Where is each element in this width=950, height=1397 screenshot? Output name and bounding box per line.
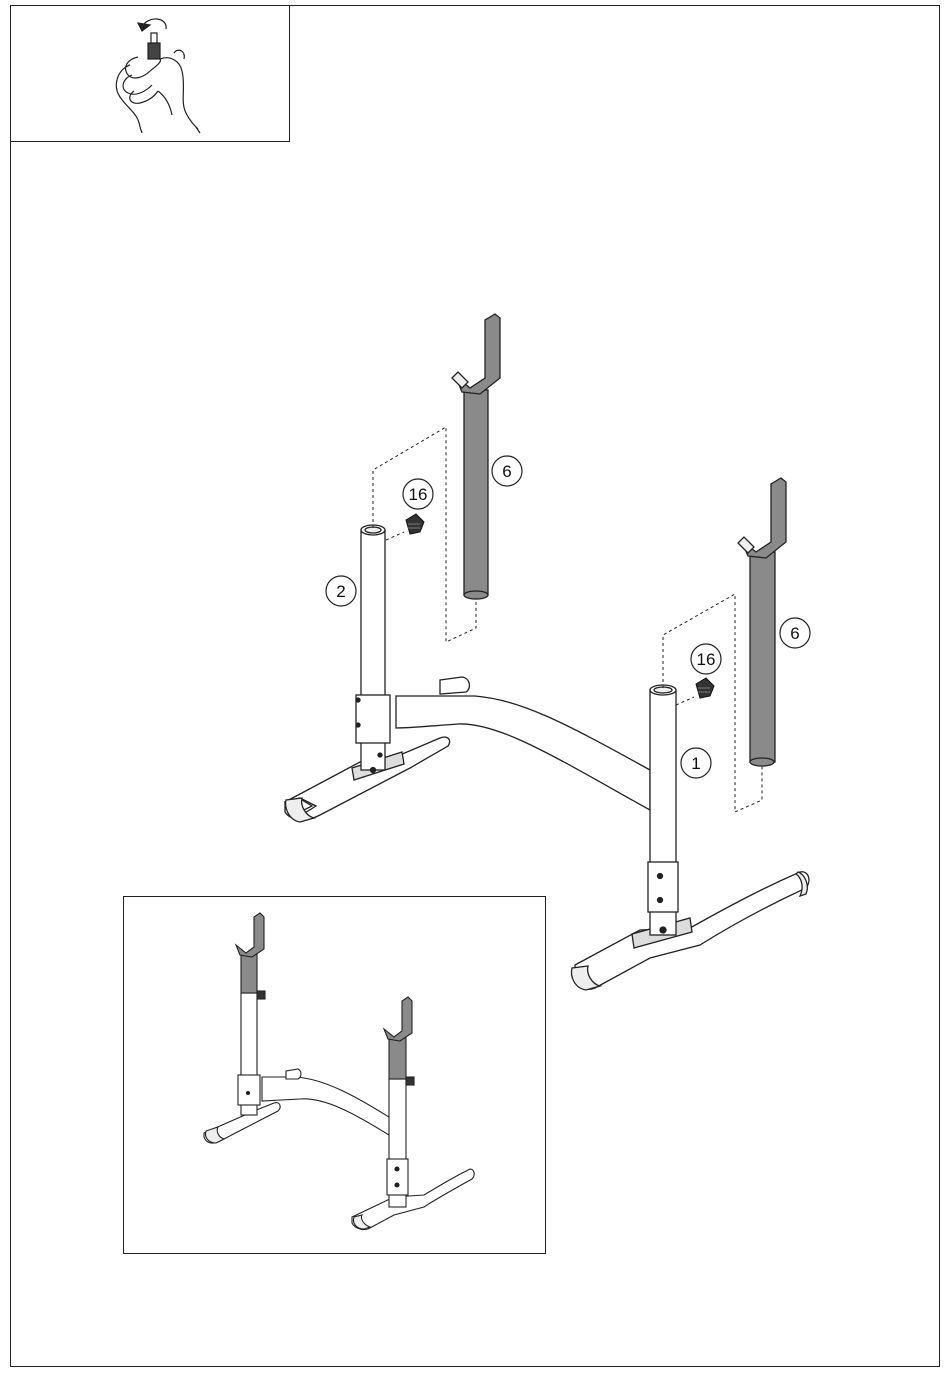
svg-text:6: 6 xyxy=(790,624,799,643)
knob-left-icon xyxy=(406,514,424,534)
svg-text:16: 16 xyxy=(697,650,716,669)
callout-part-6-right: 6 xyxy=(780,618,810,648)
callout-part-2: 2 xyxy=(326,576,356,606)
knob-right-icon xyxy=(696,678,714,698)
assembled-rack-drawing xyxy=(124,897,547,1255)
upright-left xyxy=(452,314,500,599)
right-post xyxy=(648,685,678,935)
svg-text:6: 6 xyxy=(502,462,511,481)
callout-part-16-left: 16 xyxy=(403,479,433,509)
svg-text:2: 2 xyxy=(336,582,345,601)
callout-part-1: 1 xyxy=(681,748,711,778)
assembled-view-inset xyxy=(123,896,546,1254)
callout-part-6-left: 6 xyxy=(492,456,522,486)
svg-text:1: 1 xyxy=(691,754,700,773)
callout-part-16-right: 16 xyxy=(691,644,721,674)
svg-text:16: 16 xyxy=(409,485,428,504)
left-post xyxy=(356,525,390,773)
upright-right xyxy=(738,478,786,766)
